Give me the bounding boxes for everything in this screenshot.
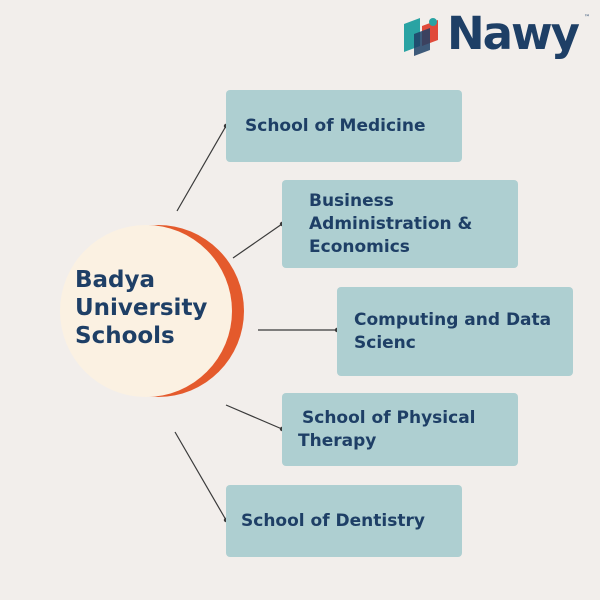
school-label: Business Administration & Economics [309,190,473,257]
logo-wordmark: Nawy [447,7,580,60]
hub-circle [60,225,232,397]
connector-medicine [176,125,227,212]
school-box-medicine: School of Medicine [226,90,462,162]
school-box-business: Business Administration & Economics [282,180,518,268]
connector-dentistry [174,431,227,521]
school-box-physical-therapy: School of Physical Therapy [282,393,518,466]
brand-logo: Nawy ™ [402,8,592,66]
school-label: Computing and Data Scienc [354,309,552,353]
connector-business [232,223,283,259]
school-label: School of Physical Therapy [298,407,476,451]
school-box-dentistry: School of Dentistry [226,485,462,557]
school-box-computing: Computing and Data Scienc [337,287,573,376]
trademark-symbol: ™ [584,14,590,21]
school-label: School of Dentistry [241,510,425,531]
nawy-logo-icon [404,18,438,56]
hub-title: Badya University Schools [75,267,208,349]
school-label: School of Medicine [245,115,426,136]
connector-physical [225,404,283,430]
